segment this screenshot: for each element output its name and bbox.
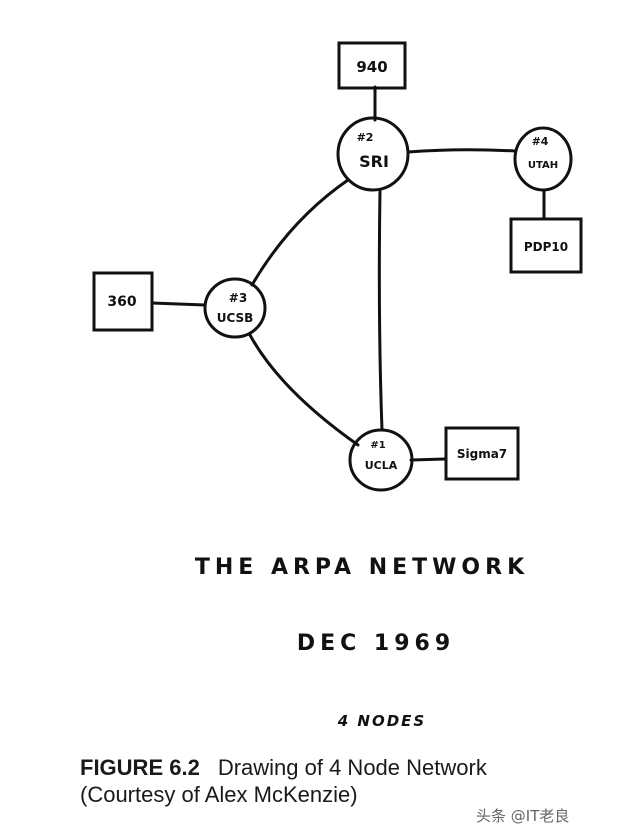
diagram-title: THE ARPA NETWORK (195, 555, 529, 580)
host-pdp10-box (509, 217, 583, 274)
link-sri-ucsb (250, 178, 350, 287)
imp-utah-number: #4 (532, 135, 549, 148)
host-940-label: 940 (356, 58, 387, 76)
host-940-box (337, 41, 407, 90)
imp-ucla-node (348, 428, 414, 492)
figure-credit: (Courtesy of Alex McKenzie) (80, 782, 358, 807)
link-ucla-sigma7 (409, 457, 447, 462)
imp-ucsb-node (203, 277, 267, 339)
imp-utah-label: UTAH (528, 160, 558, 171)
imp-sri-node (336, 116, 410, 192)
imp-ucla-label: UCLA (365, 459, 398, 472)
imp-utah-node (513, 126, 573, 192)
host-360-box (92, 271, 154, 332)
diagram-node-count: 4 NODES (337, 712, 426, 730)
link-sri-ucla (377, 188, 384, 432)
imp-ucsb-label: UCSB (217, 311, 254, 325)
figure-number: FIGURE 6.2 (80, 755, 200, 780)
imp-sri-label: SRI (359, 152, 389, 171)
link-360-ucsb (150, 301, 207, 307)
host-sigma7-label: Sigma7 (457, 447, 507, 461)
link-sri-utah (406, 148, 517, 154)
imp-sri-number: #2 (357, 131, 374, 144)
host-360-label: 360 (107, 294, 136, 310)
watermark: 头条 @IT老良 (476, 807, 570, 825)
host-pdp10-label: PDP10 (524, 240, 568, 254)
host-sigma7-box (444, 426, 520, 481)
diagram-date: DEC 1969 (297, 631, 455, 656)
imp-ucla-number: #1 (370, 440, 385, 451)
imp-ucsb-number: #3 (229, 291, 247, 305)
figure-caption: FIGURE 6.2 Drawing of 4 Node Network (80, 755, 487, 781)
figure-title: Drawing of 4 Node Network (217, 755, 487, 780)
link-ucsb-ucla (248, 333, 360, 447)
